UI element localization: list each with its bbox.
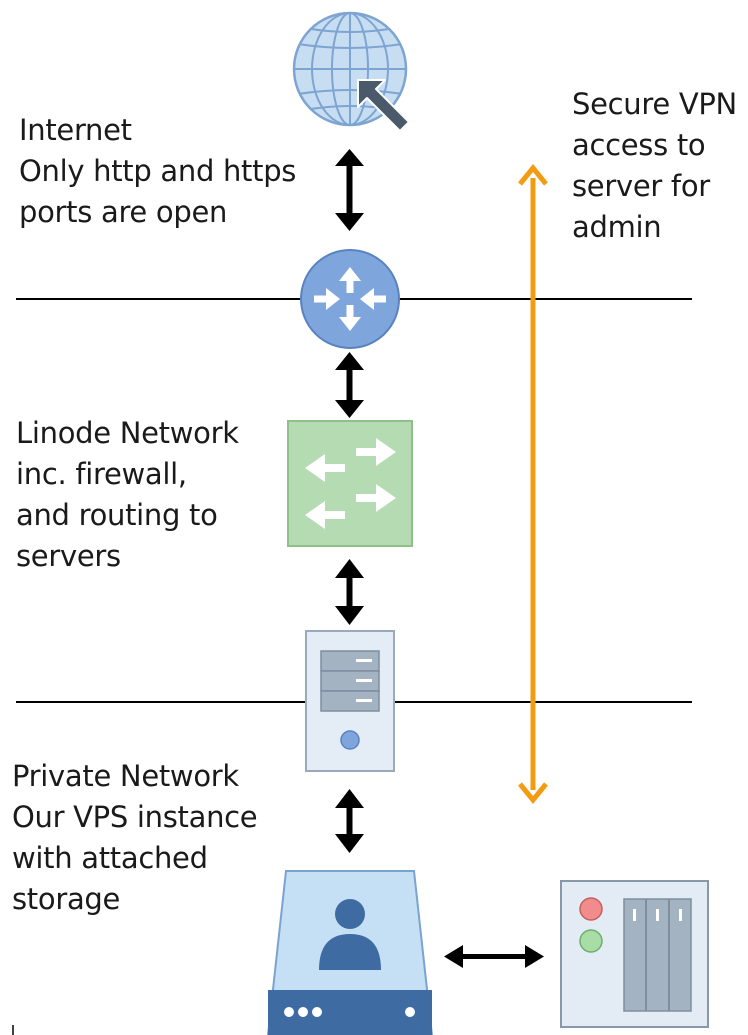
arrow-internet-router [335, 149, 364, 231]
linode-label-line: and routing to [16, 498, 218, 532]
vpn-label-line: access to [572, 128, 706, 162]
vpn-label: Secure VPN access to server for admin [572, 84, 737, 248]
server-icon [305, 630, 395, 772]
private-network-label: Private Network Our VPS instance with at… [12, 756, 258, 920]
linode-label-line: servers [16, 539, 121, 573]
internet-label-line: Internet [19, 113, 132, 147]
vps-user-icon [266, 870, 434, 1035]
private-label-line: with attached [12, 841, 208, 875]
private-label-line: Private Network [12, 759, 239, 793]
storage-array-icon [560, 880, 709, 1028]
internet-label: Internet Only http and https ports are o… [19, 110, 296, 233]
linode-network-label: Linode Network inc. firewall, and routin… [16, 413, 239, 577]
arrow-router-switch [335, 352, 364, 418]
linode-label-line: inc. firewall, [16, 457, 187, 491]
vpn-label-line: Secure VPN [572, 87, 737, 121]
linode-label-line: Linode Network [16, 416, 239, 450]
globe-icon [292, 11, 410, 132]
router-icon [300, 249, 400, 349]
vpn-label-line: server for [572, 169, 710, 203]
internet-label-line: Only http and https [19, 154, 297, 188]
switch-icon [287, 420, 413, 547]
arrow-server-vps [335, 789, 364, 853]
vpn-label-line: admin [572, 210, 662, 244]
vpn-arrow [518, 164, 548, 804]
internet-label-line: ports are open [19, 195, 228, 229]
arrow-switch-server [335, 559, 364, 625]
private-label-line: Our VPS instance [12, 800, 258, 834]
arrow-vps-storage [444, 945, 544, 968]
private-label-line: storage [12, 882, 121, 916]
